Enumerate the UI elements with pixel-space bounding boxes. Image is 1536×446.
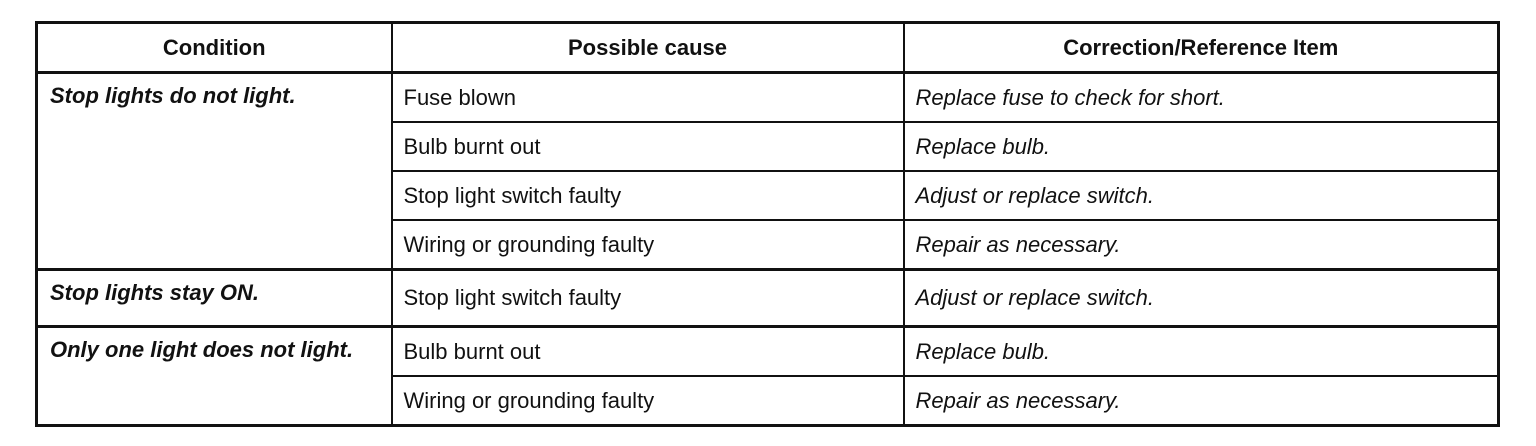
correction-cell: Replace bulb. bbox=[902, 325, 1499, 376]
table-row: Stop light switch faulty Adjust or repla… bbox=[37, 170, 1499, 220]
condition-cell: Stop lights do not light. bbox=[50, 83, 296, 108]
condition-cell: Only one light does not light. bbox=[36, 325, 392, 426]
troubleshooting-table: Condition Possible cause Correction/Refe… bbox=[35, 21, 1500, 427]
header-possible-cause: Possible cause bbox=[390, 22, 904, 74]
cause-cell: Fuse blown bbox=[390, 72, 904, 122]
table-row: Bulb burnt out Replace bulb. bbox=[37, 121, 1499, 171]
header-row: Condition Possible cause Correction/Refe… bbox=[36, 22, 1499, 74]
cause-cell: Stop light switch faulty bbox=[390, 170, 904, 220]
correction-cell: Adjust or replace switch. bbox=[902, 268, 1499, 327]
correction-cell: Replace bulb. bbox=[902, 121, 1499, 171]
table-row: Stop lights stay ON. Stop light switch f… bbox=[36, 268, 1499, 327]
cause-cell: Stop light switch faulty bbox=[390, 268, 904, 327]
cause-cell: Wiring or grounding faulty bbox=[390, 219, 904, 270]
correction-cell: Replace fuse to check for short. bbox=[902, 72, 1499, 122]
correction-cell: Repair as necessary. bbox=[902, 375, 1499, 426]
cause-cell: Bulb burnt out bbox=[390, 325, 904, 376]
cause-cell: Bulb burnt out bbox=[390, 121, 904, 171]
correction-cell: Adjust or replace switch. bbox=[902, 170, 1499, 220]
correction-cell: Repair as necessary. bbox=[902, 219, 1499, 270]
table-row: Stop lights do not light. Fuse blown Rep… bbox=[37, 72, 1499, 122]
table-row: Wiring or grounding faulty Repair as nec… bbox=[37, 375, 1499, 426]
header-correction: Correction/Reference Item bbox=[902, 22, 1499, 74]
table-row: Only one light does not light. Bulb burn… bbox=[36, 325, 1499, 426]
table-row: Wiring or grounding faulty Repair as nec… bbox=[37, 219, 1499, 270]
condition-cell: Stop lights stay ON. bbox=[36, 268, 392, 327]
cause-cell: Wiring or grounding faulty bbox=[390, 375, 904, 426]
header-condition: Condition bbox=[36, 22, 392, 74]
